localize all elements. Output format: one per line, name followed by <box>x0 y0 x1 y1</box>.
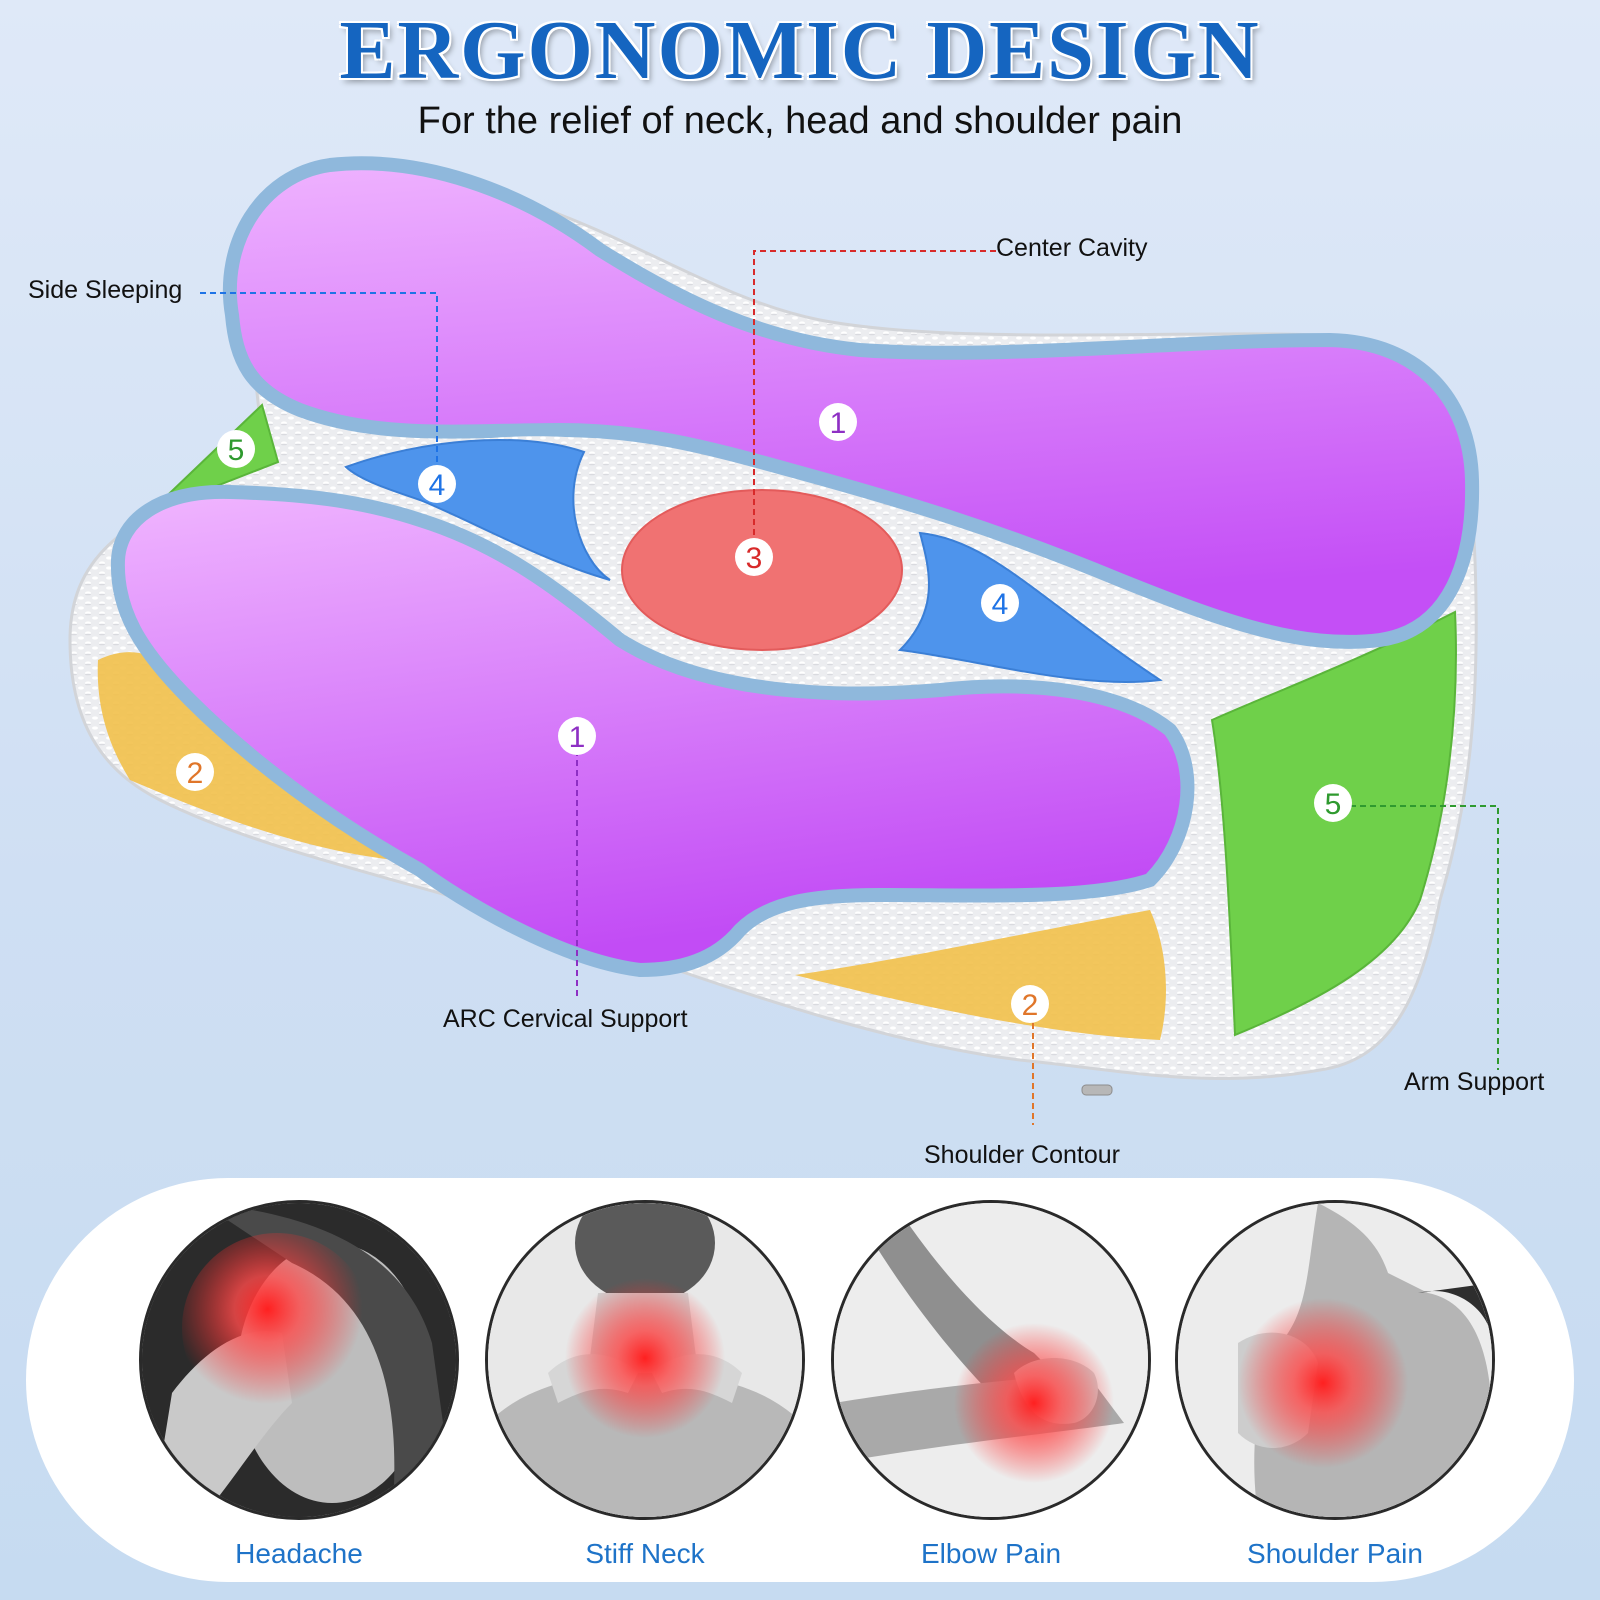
headache-icon <box>139 1200 459 1520</box>
leader-line-center-cavity <box>753 250 996 555</box>
pain-label-headache: Headache <box>235 1538 363 1569</box>
zone-marker-center: 3 <box>735 538 773 576</box>
callout-arc-cervical-support: ARC Cervical Support <box>443 1005 688 1033</box>
pain-label-elbow-pain: Elbow Pain <box>920 1538 1062 1569</box>
page-title: ERGONOMIC DESIGN <box>339 4 1261 97</box>
svg-text:3: 3 <box>746 542 763 575</box>
zone-marker-arm-right: 5 <box>1314 784 1352 822</box>
zone-marker-cervical-back: 1 <box>819 403 857 441</box>
svg-text:2: 2 <box>187 757 204 790</box>
svg-text:1: 1 <box>830 407 847 440</box>
zone-marker-side-right: 4 <box>981 584 1019 622</box>
pain-label-stiff-neck: Stiff Neck <box>585 1538 705 1569</box>
shoulder-pain-icon <box>1175 1200 1495 1520</box>
callout-shoulder-contour: Shoulder Contour <box>924 1141 1120 1169</box>
leader-line-arm-support <box>1350 805 1499 1070</box>
svg-text:1: 1 <box>569 721 586 754</box>
svg-text:5: 5 <box>228 434 245 467</box>
side-sleeping-zone-left <box>344 438 611 581</box>
zipper-pull <box>1081 1084 1113 1096</box>
svg-text:5: 5 <box>1325 788 1342 821</box>
stiff-neck-icon <box>485 1200 805 1520</box>
cervical-pad-front <box>110 484 1195 978</box>
side-sleeping-zone-right <box>897 531 1163 683</box>
pain-label-shoulder-pain: Shoulder Pain <box>1247 1538 1423 1569</box>
svg-text:4: 4 <box>992 588 1009 621</box>
callout-side-sleeping: Side Sleeping <box>28 276 183 304</box>
callout-center-cavity: Center Cavity <box>996 234 1148 262</box>
cervical-pad-back <box>222 156 1480 649</box>
page-subtitle: For the relief of neck, head and shoulde… <box>417 100 1183 142</box>
zone-marker-cervical-front: 1 <box>558 717 596 755</box>
elbow-pain-icon <box>831 1200 1151 1520</box>
arm-support-zone-right <box>1210 610 1457 1037</box>
zone-marker-side-left: 4 <box>418 465 456 503</box>
zone-marker-shoulder-left: 2 <box>176 753 214 791</box>
zone-marker-shoulder-right: 2 <box>1011 985 1049 1023</box>
zone-marker-arm-left: 5 <box>217 430 255 468</box>
svg-text:2: 2 <box>1022 989 1039 1022</box>
callout-arm-support: Arm Support <box>1404 1068 1545 1096</box>
pillow-diagram: 1 1 2 2 3 4 4 5 5 <box>68 156 1499 1125</box>
shoulder-contour-zone-right <box>795 910 1166 1040</box>
svg-text:4: 4 <box>429 469 446 502</box>
